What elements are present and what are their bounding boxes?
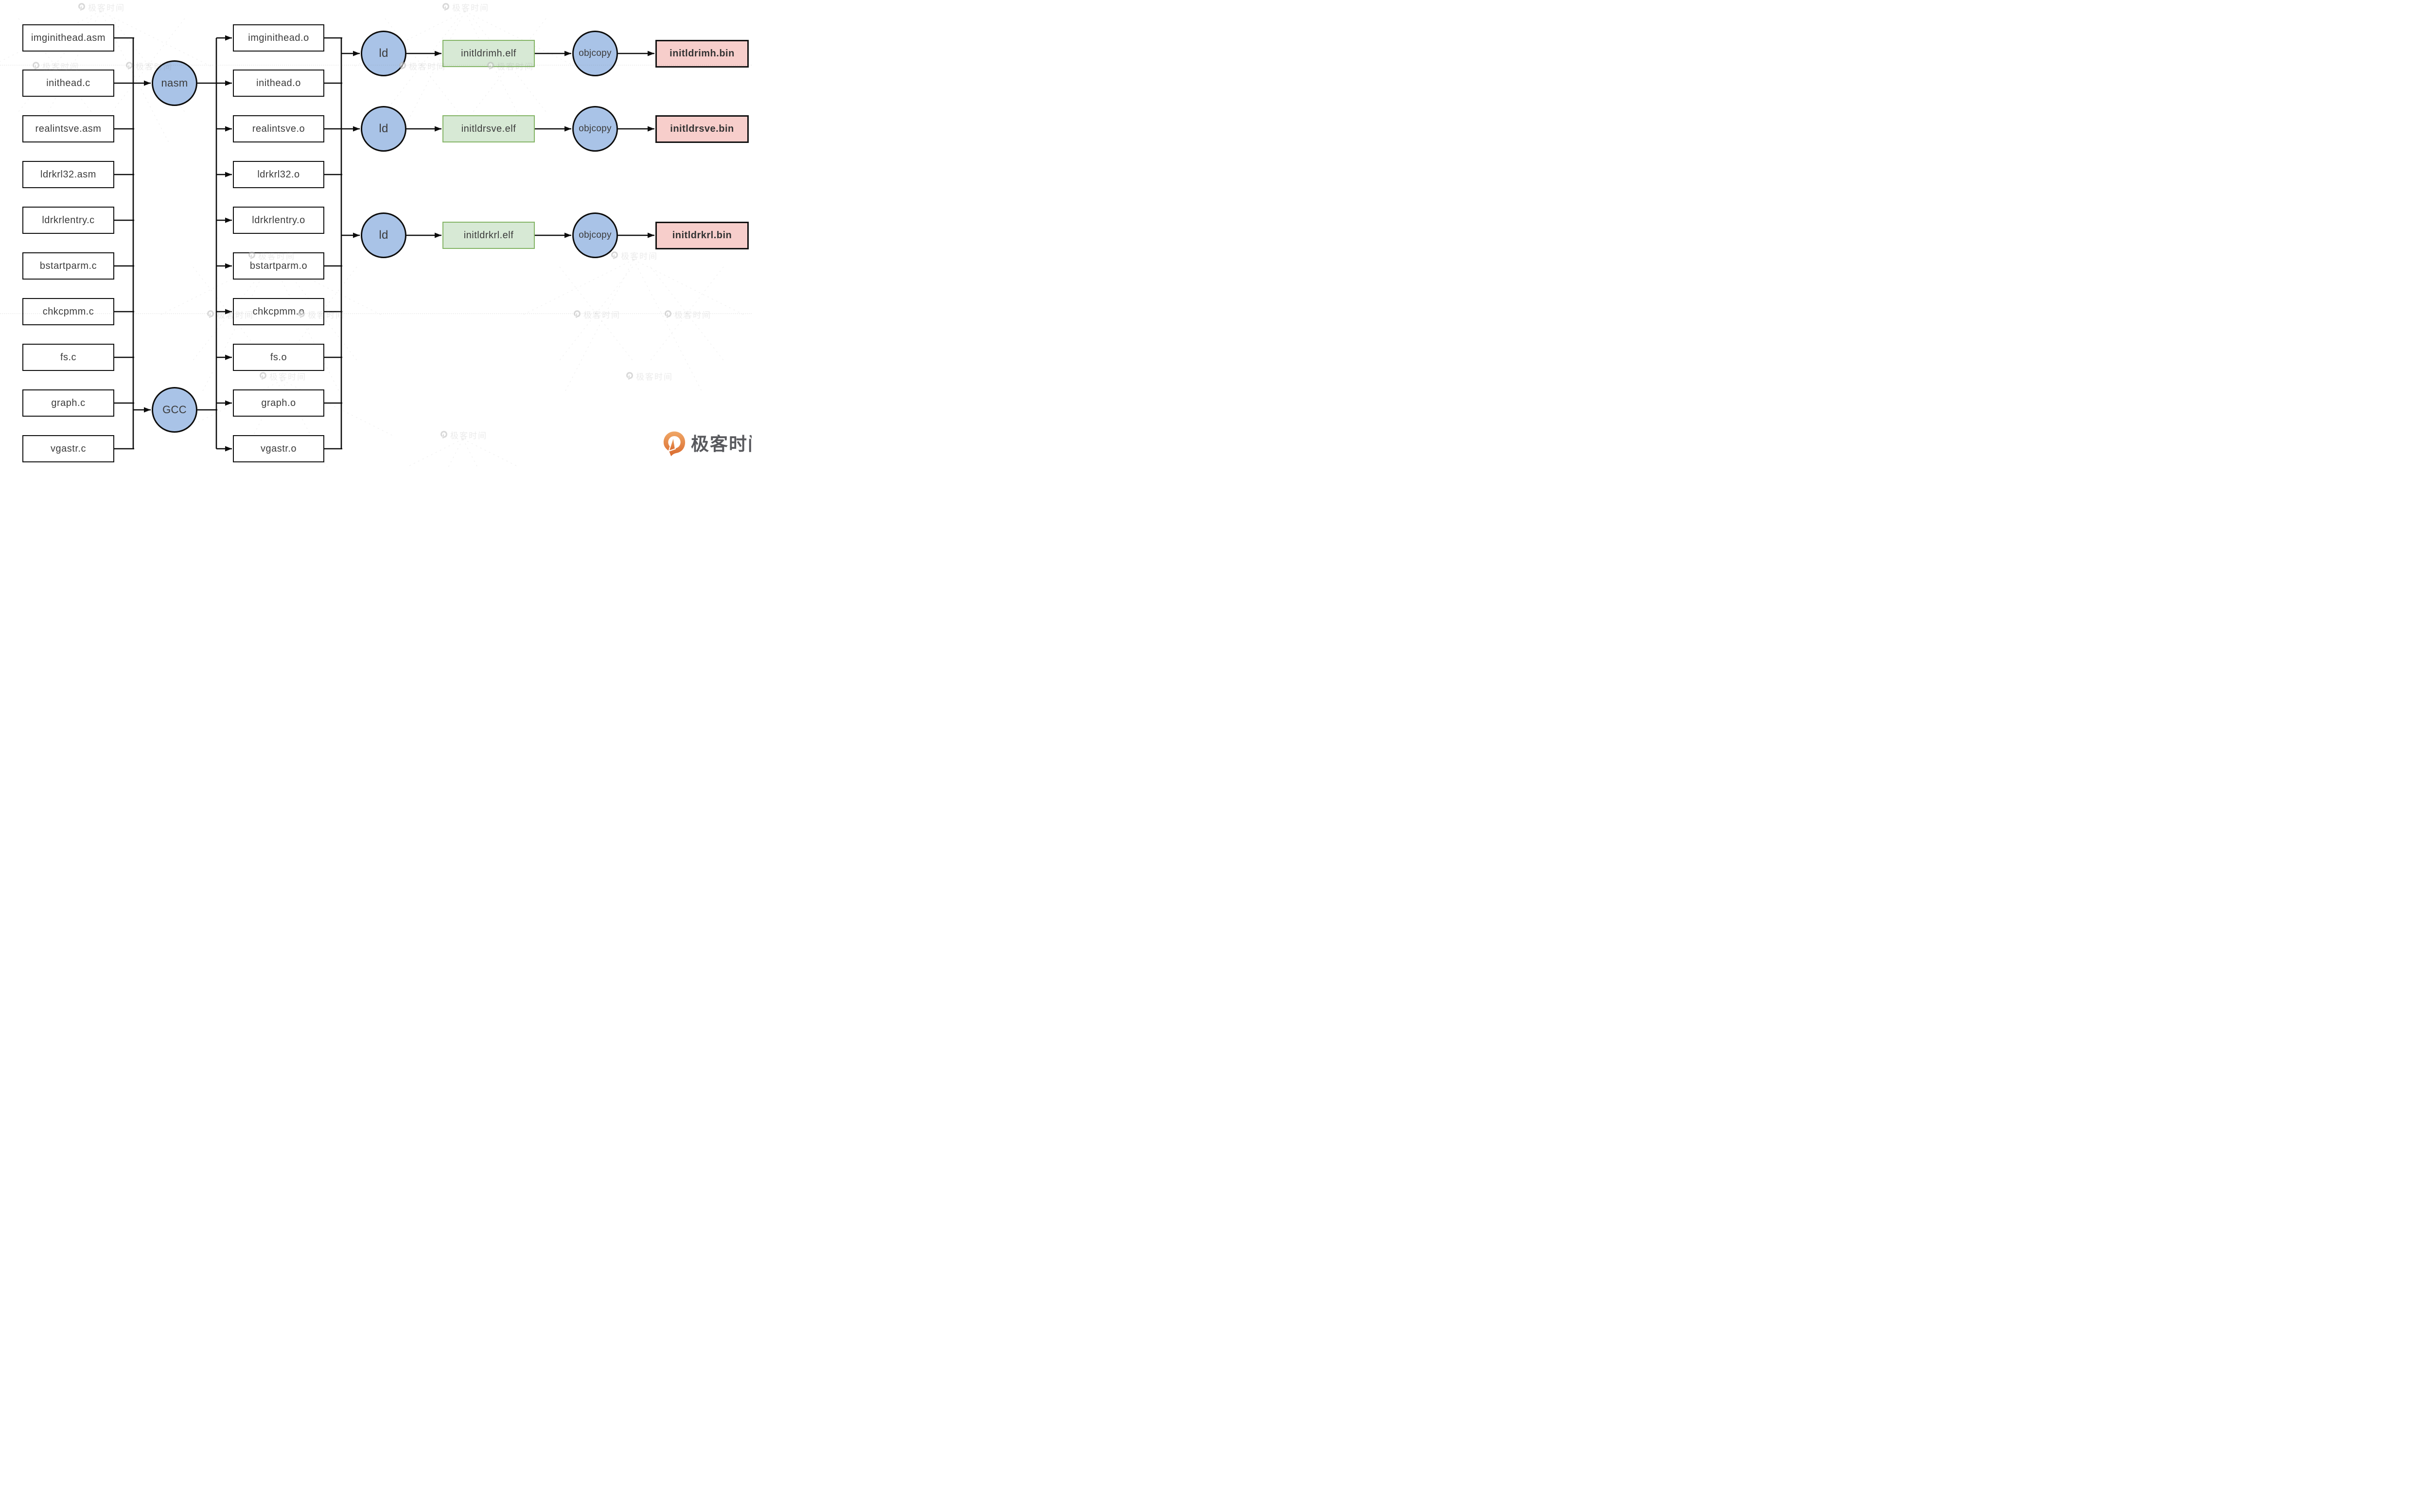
source-file-box: fs.c xyxy=(22,344,114,371)
bin-file-box: initldrsve.bin xyxy=(655,115,749,143)
watermark-diagonal-line xyxy=(270,259,339,391)
watermark-diagonal-line xyxy=(650,266,724,361)
watermark-diagonal-line xyxy=(396,11,465,143)
watermark-diagonal-line xyxy=(100,11,213,68)
objcopy-node: objcopy xyxy=(572,31,618,76)
ld-linker-node: ld xyxy=(361,106,406,152)
watermark-diagonal-line xyxy=(633,259,746,316)
watermark-diagonal-line xyxy=(448,439,463,467)
geektime-pin-icon xyxy=(663,431,686,457)
object-file-box: realintsve.o xyxy=(233,115,324,142)
geektime-logo: 极客时间 xyxy=(662,431,752,457)
watermark-diagonal-line xyxy=(352,11,465,68)
object-file-box: ldrkrlentry.o xyxy=(233,207,324,234)
watermark-diagonal-line xyxy=(0,11,101,62)
build-flow-diagram: imginithead.asm inithead.c realintsve.as… xyxy=(0,0,752,467)
objcopy-node: objcopy xyxy=(572,212,618,258)
object-file-box: imginithead.o xyxy=(233,24,324,52)
geektime-logo-text: 极客时间 xyxy=(691,434,752,454)
object-file-box: graph.o xyxy=(233,389,324,417)
object-file-box: ldrkrl32.o xyxy=(233,161,324,188)
watermark-diagonal-line xyxy=(521,259,634,316)
watermark-diagonal-line xyxy=(385,18,458,112)
source-file-box: ldrkrl32.asm xyxy=(22,161,114,188)
source-file-box: imginithead.asm xyxy=(22,24,114,52)
bin-file-box: initldrkrl.bin xyxy=(655,222,749,249)
watermark-diagonal-line xyxy=(565,259,634,391)
nasm-compiler-node: nasm xyxy=(152,60,197,106)
ld-linker-node: ld xyxy=(361,31,406,76)
watermark-diagonal-line xyxy=(650,266,724,361)
source-file-box: vgastr.c xyxy=(22,435,114,462)
object-file-box: bstartparm.o xyxy=(233,252,324,280)
elf-file-box: initldrkrl.elf xyxy=(442,222,535,249)
source-file-box: bstartparm.c xyxy=(22,252,114,280)
watermark-diagonal-line xyxy=(111,18,185,112)
connector-layer xyxy=(0,11,746,467)
watermark-diagonal-line xyxy=(405,439,463,467)
source-file-box: inithead.c xyxy=(22,70,114,97)
watermark-diagonal-line xyxy=(559,266,633,361)
object-file-box: inithead.o xyxy=(233,70,324,97)
object-file-box: fs.o xyxy=(233,344,324,371)
watermark-diagonal-line xyxy=(385,18,458,112)
object-file-box: chkcpmm.o xyxy=(233,298,324,325)
ld-linker-node: ld xyxy=(361,212,406,258)
source-file-box: ldrkrlentry.c xyxy=(22,207,114,234)
watermark-diagonal-line xyxy=(464,11,577,68)
watermark-diagonal-line xyxy=(559,266,633,361)
watermark-diagonal-line xyxy=(202,259,271,391)
source-file-box: chkcpmm.c xyxy=(22,298,114,325)
elf-file-box: initldrsve.elf xyxy=(442,115,535,142)
source-file-box: realintsve.asm xyxy=(22,115,114,142)
watermark-diagonal-line xyxy=(462,439,478,467)
object-file-box: vgastr.o xyxy=(233,435,324,462)
objcopy-node: objcopy xyxy=(572,106,618,152)
elf-file-box: initldrimh.elf xyxy=(442,40,535,67)
source-file-box: graph.c xyxy=(22,389,114,417)
watermark-diagonal-line xyxy=(462,439,520,467)
watermark-diagonal-line xyxy=(111,18,185,112)
bin-file-box: initldrimh.bin xyxy=(655,40,749,68)
gcc-compiler-node: GCC xyxy=(152,387,197,433)
watermark-diagonal-line xyxy=(633,259,702,391)
watermark-diagonal-line xyxy=(464,11,533,143)
connector-lines xyxy=(114,35,654,452)
